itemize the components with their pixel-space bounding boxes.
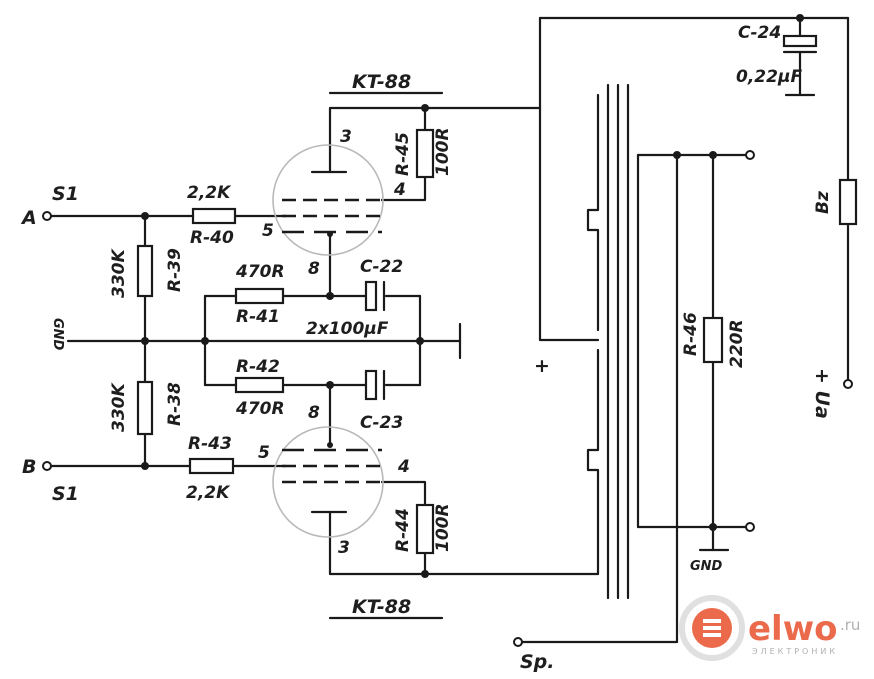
- bz-ref: Bz: [813, 191, 833, 214]
- resistor-r40: [191, 207, 237, 225]
- resistors: [136, 128, 858, 555]
- input-b-label: B: [22, 456, 36, 478]
- capacitor-c23: [364, 369, 386, 401]
- r45-value: 100R: [433, 127, 453, 176]
- gnd-bottom-label: GND: [690, 559, 723, 574]
- r40-value: 2,2K: [187, 183, 232, 203]
- r41-ref: R-41: [236, 307, 280, 327]
- c24-value: 0,22µF: [736, 67, 802, 87]
- watermark-logo: elwo .ru ЭЛЕКТРОНИК: [679, 595, 860, 661]
- r38-ref: R-38: [165, 382, 185, 426]
- terminal-sp: [513, 637, 523, 647]
- r43-ref: R-43: [188, 434, 232, 454]
- watermark-sub: ЭЛЕКТРОНИК: [752, 647, 838, 656]
- upper-pin-screen: 4: [393, 180, 406, 200]
- resistor-r39: [136, 244, 154, 298]
- input-b-switch: S1: [52, 483, 79, 505]
- watermark-brand: elwo: [748, 609, 837, 649]
- input-a-label: A: [20, 207, 37, 229]
- resistor-r44: [415, 503, 435, 555]
- resistor-r43: [188, 457, 235, 475]
- terminal-ua: [843, 379, 853, 389]
- resistor-r38: [136, 380, 154, 436]
- c22-ref: C-22: [360, 257, 403, 277]
- r43-value: 2,2K: [186, 483, 231, 503]
- r44-ref: R-44: [393, 508, 413, 552]
- resistor-r45: [415, 128, 435, 179]
- r38-value: 330K: [109, 382, 129, 432]
- terminals: [42, 150, 853, 647]
- resistor-r46: [702, 316, 724, 364]
- labels: KT-88 KT-88 3 4 5 8 8 5 4 3 A S1 B S1 2,…: [20, 23, 833, 673]
- capacitors: [364, 34, 818, 401]
- capacitor-c22: [364, 280, 386, 312]
- input-a-switch: S1: [52, 183, 79, 205]
- capacitor-c24: [782, 34, 818, 54]
- r46-ref: R-46: [681, 312, 701, 356]
- tube-upper-name: KT-88: [352, 71, 411, 93]
- upper-pin-cathode: 8: [308, 259, 320, 279]
- resistor-r42: [234, 376, 285, 394]
- r44-value: 100R: [433, 503, 453, 552]
- ua-label: + Ua: [811, 368, 833, 419]
- r41-value: 470R: [235, 262, 285, 282]
- resistor-bz: [838, 178, 858, 226]
- tube-lower: [272, 426, 384, 538]
- terminal-out-bottom: [745, 522, 755, 532]
- upper-pin-grid: 5: [262, 221, 274, 241]
- gnd-left-label: GND: [50, 318, 65, 351]
- terminal-b: [42, 461, 52, 471]
- r46-value: 220R: [727, 319, 747, 368]
- r42-ref: R-42: [236, 357, 280, 377]
- lower-pin-grid: 5: [258, 443, 270, 463]
- tube-upper: [272, 144, 384, 256]
- c24-ref: C-24: [738, 23, 781, 43]
- resistor-r41: [234, 287, 285, 305]
- terminal-a: [42, 211, 52, 221]
- lower-pin-screen: 4: [397, 457, 410, 477]
- wires: [45, 16, 850, 644]
- r39-ref: R-39: [165, 248, 185, 292]
- r45-ref: R-45: [393, 132, 413, 176]
- r42-value: 470R: [235, 399, 285, 419]
- watermark-tld: .ru: [840, 616, 860, 634]
- upper-pin-plate: 3: [340, 127, 352, 147]
- cap-pair-value: 2x100µF: [306, 319, 389, 339]
- speaker-label: Sp.: [520, 651, 555, 673]
- c23-ref: C-23: [360, 413, 403, 433]
- r39-value: 330K: [109, 248, 129, 298]
- plus-label: +: [534, 355, 550, 377]
- lower-pin-plate: 3: [338, 538, 350, 558]
- tube-lower-name: KT-88: [352, 596, 411, 618]
- r40-ref: R-40: [190, 228, 234, 248]
- terminal-out-top: [745, 150, 755, 160]
- lower-pin-cathode: 8: [308, 403, 320, 423]
